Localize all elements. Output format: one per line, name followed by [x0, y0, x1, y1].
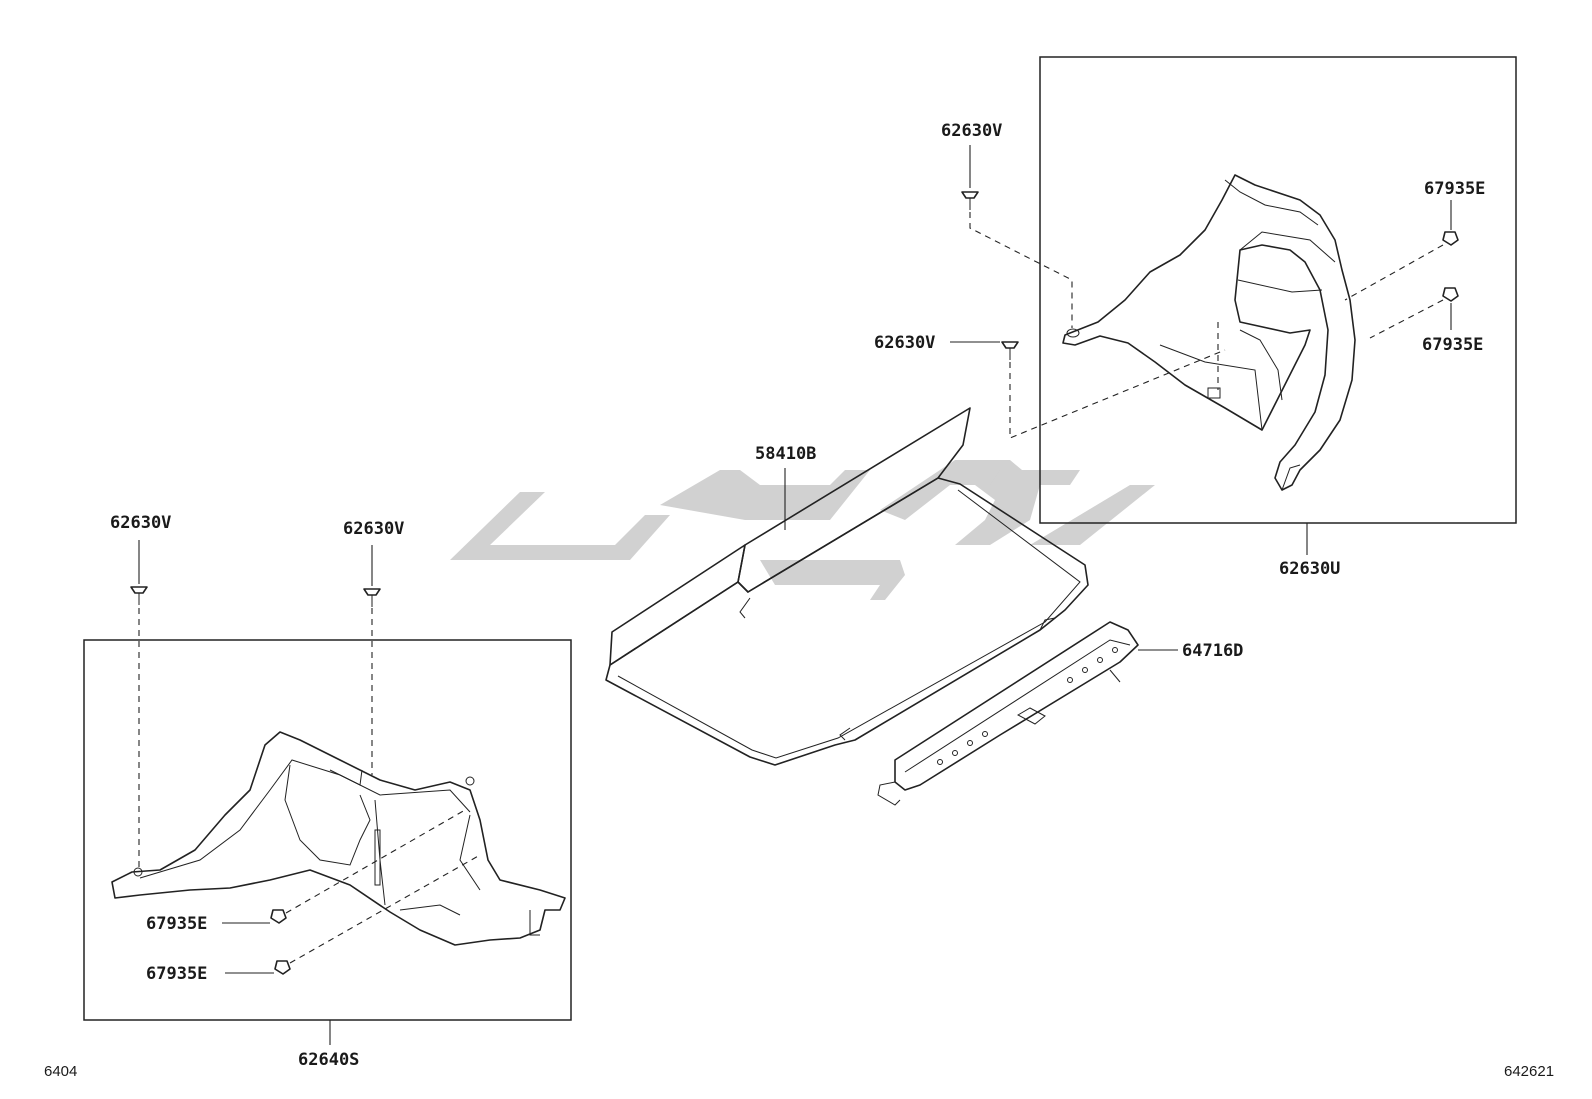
clip-left-outer[interactable] — [130, 586, 148, 605]
label-62630v-left-inner: 62630V — [343, 519, 404, 539]
page-code-right: 642621 — [1504, 1063, 1554, 1080]
label-62630u: 62630U — [1279, 559, 1340, 579]
label-67935e-right-upper: 67935E — [1424, 179, 1485, 199]
trim-right-frame — [1039, 56, 1517, 524]
label-62630v-left-outer: 62630V — [110, 513, 171, 533]
nut-right-upper[interactable] — [1442, 231, 1459, 246]
clip-right-top[interactable] — [961, 191, 979, 210]
sill-plate-part[interactable] — [877, 621, 1139, 806]
nut-left-lower[interactable] — [274, 960, 291, 975]
trim-left-frame — [83, 639, 572, 1021]
trim-right-part[interactable] — [1062, 174, 1356, 491]
label-67935e-right-lower: 67935E — [1422, 335, 1483, 355]
label-67935e-left-lower: 67935E — [146, 964, 207, 984]
label-62640s: 62640S — [298, 1050, 359, 1070]
label-67935e-left-upper: 67935E — [146, 914, 207, 934]
watermark-logo — [450, 460, 1155, 600]
nut-right-lower[interactable] — [1442, 287, 1459, 302]
trim-left-part[interactable] — [111, 731, 566, 946]
label-64716d: 64716D — [1182, 641, 1243, 661]
label-58410b: 58410B — [755, 444, 816, 464]
label-62630v-right-top: 62630V — [941, 121, 1002, 141]
tonneau-cover-part[interactable] — [605, 407, 1089, 766]
nut-left-upper[interactable] — [270, 909, 287, 924]
clip-left-inner[interactable] — [363, 588, 381, 607]
page-code-left: 6404 — [44, 1063, 77, 1080]
clip-right-mid[interactable] — [1001, 341, 1019, 360]
label-62630v-right-mid: 62630V — [874, 333, 935, 353]
